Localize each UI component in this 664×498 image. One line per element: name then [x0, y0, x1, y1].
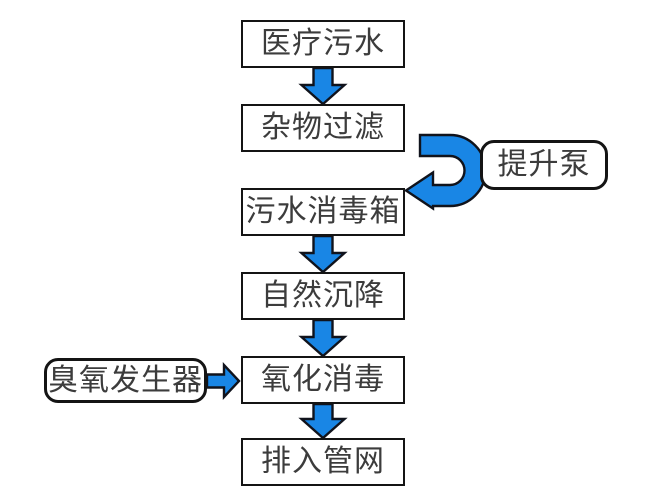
node-medical-sewage: 医疗污水 [241, 20, 405, 68]
node-ozone-generator: 臭氧发生器 [44, 358, 207, 403]
u-turn-arrow-icon [403, 133, 487, 211]
node-natural-sedimentation: 自然沉降 [241, 272, 405, 320]
node-lift-pump: 提升泵 [480, 140, 608, 190]
down-arrow-icon [298, 318, 348, 358]
down-arrow-icon [298, 402, 348, 440]
node-oxidation-disinfection: 氧化消毒 [241, 356, 405, 404]
node-debris-filtration: 杂物过滤 [241, 104, 405, 152]
node-discharge-to-pipe-network: 排入管网 [241, 438, 405, 486]
down-arrow-icon [298, 66, 348, 106]
node-sewage-disinfection-tank: 污水消毒箱 [241, 188, 405, 236]
down-arrow-icon [298, 234, 348, 274]
right-arrow-icon [205, 361, 241, 401]
